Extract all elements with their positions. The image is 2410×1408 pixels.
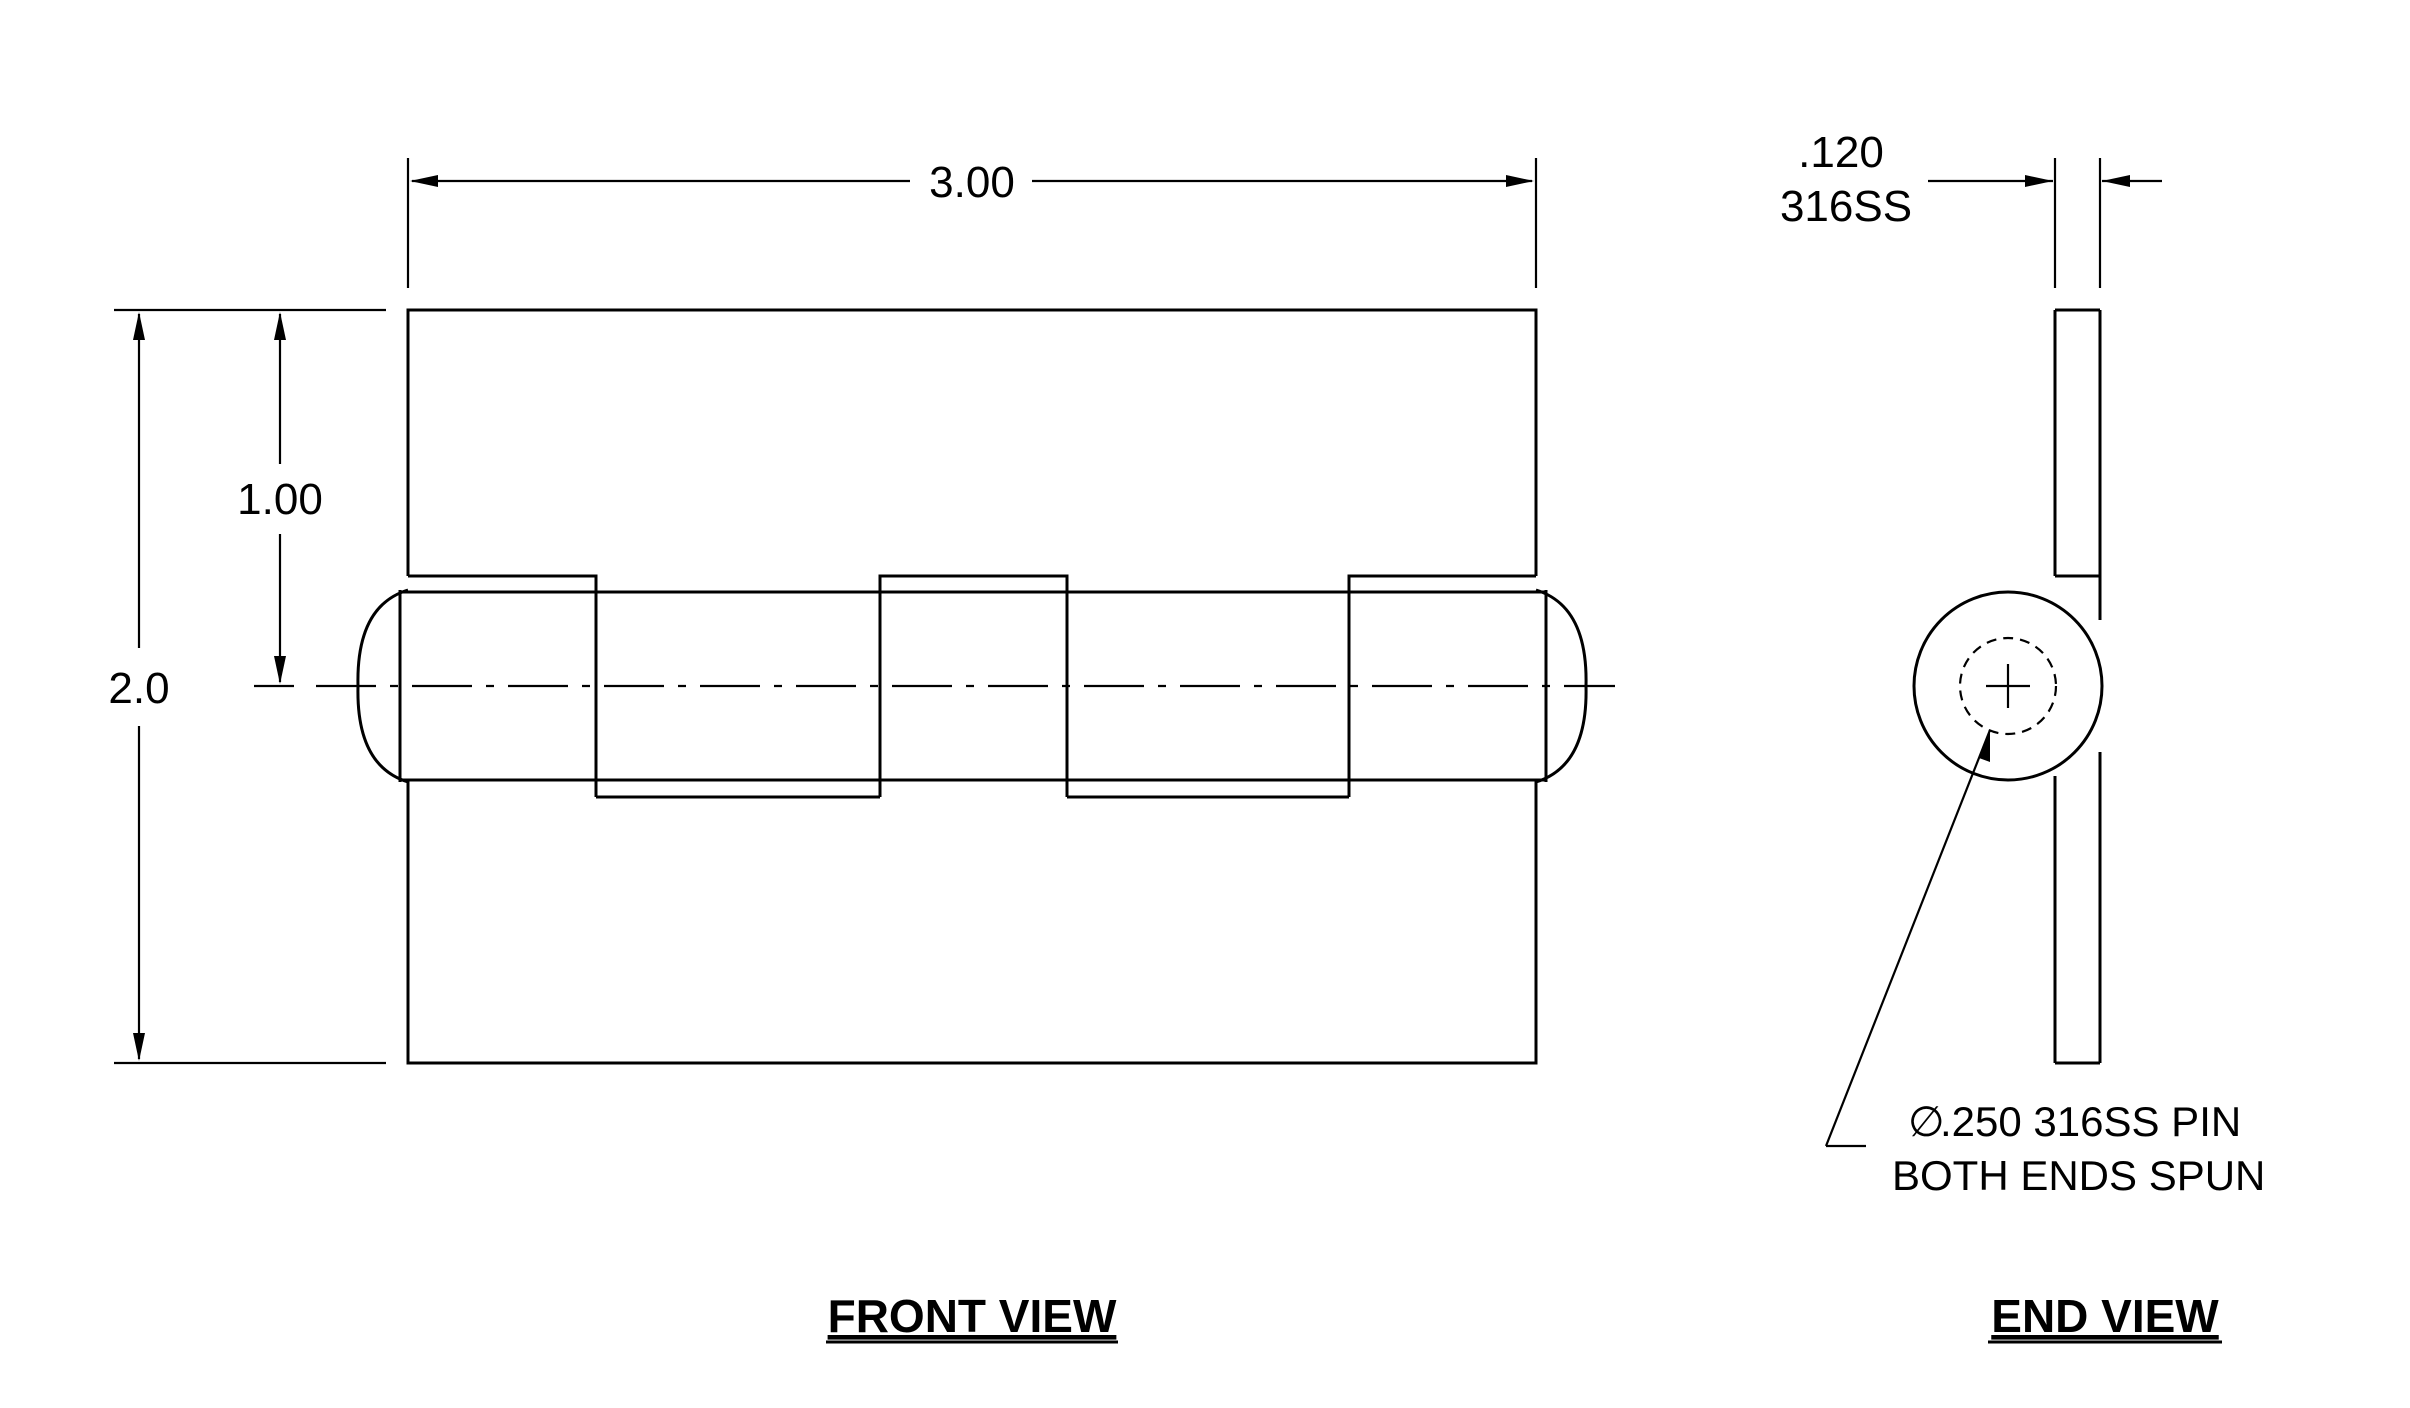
top-leaf-outline <box>406 308 1538 576</box>
end-view-title: END VIEW <box>1991 1290 2219 1342</box>
pin-note-arrow <box>1979 732 1990 762</box>
width-dimension-label: 3.00 <box>929 158 1015 207</box>
height-arrow-top <box>133 312 145 340</box>
thickness-material-label: 316SS <box>1780 182 1912 231</box>
top-leaf-knuckle-3 <box>1347 574 1536 592</box>
width-arrow-left <box>410 175 438 187</box>
thickness-arrow-right <box>2102 175 2130 187</box>
front-view-title: FRONT VIEW <box>828 1290 1117 1342</box>
pin-hidden-circle <box>1958 636 2058 736</box>
front-view: 3.00 2.0 1.00 FRONT VIEW <box>108 158 1615 1344</box>
top-leaf-knuckle-2 <box>878 574 1069 592</box>
thickness-arrow-left <box>2025 175 2053 187</box>
pin-note-line-1: .250 316SS PIN <box>1940 1098 2241 1145</box>
pin-note-line-2: BOTH ENDS SPUN <box>1892 1152 2265 1199</box>
pin-note-leader <box>1824 729 1992 1147</box>
bottom-leaf-outline <box>406 780 1538 1065</box>
height-dimension-label: 2.0 <box>108 664 169 713</box>
width-arrow-right <box>1506 175 1534 187</box>
height-arrow-bottom <box>133 1033 145 1061</box>
leaf-height-arrow-top <box>274 312 286 340</box>
end-view: .120 316SS ∅ .250 316SS PIN BOTH ENDS SP… <box>1780 128 2265 1344</box>
barrel-circle <box>1912 590 2104 782</box>
leaf-height-arrow-bottom <box>274 656 286 684</box>
thickness-value-label: .120 <box>1798 128 1884 177</box>
leaf-height-dimension-label: 1.00 <box>237 475 323 524</box>
pin-diameter-symbol: ∅ <box>1908 1098 1945 1145</box>
top-leaf-knuckle-1 <box>408 574 598 592</box>
